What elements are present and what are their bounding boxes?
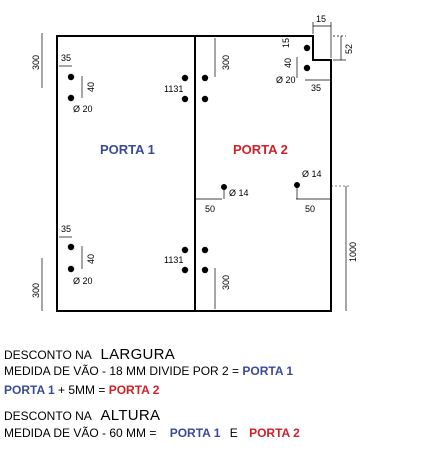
hinge-hole [201,95,209,103]
note-line-5: MEDIDA DE VÃO - 60 MM = PORTA 1 E PORTA … [4,426,300,440]
dim-300-left-bottom: 300 [31,283,41,298]
cabinet-door-diagram: PORTA 1 PORTA 2 300 300 300 300 35 35 35… [31,14,358,312]
dim-40-bottom: 40 [86,254,96,264]
note-line-2: MEDIDA DE VÃO - 18 MM DIVIDE POR 2 = POR… [4,364,294,378]
dim-40-notch: 40 [283,58,293,68]
hinge-hole [67,265,75,273]
dim-diam14-left: Ø 14 [229,188,249,198]
dim-300-inner-bottom: 300 [221,275,231,290]
hinge-hole [201,246,209,254]
handle-hole [294,182,300,188]
dim-300-left-top: 300 [31,55,41,70]
dim-1131-bottom: 1131 [164,255,183,265]
hinge-hole [201,266,209,274]
dim-diam20-top: Ø 20 [73,104,93,114]
door-outline [56,35,332,312]
dim-1131-top: 1131 [164,84,183,94]
hinge-hole [181,246,189,254]
note-line-1: DESCONTO NA LARGURA [4,346,176,363]
hinge-hole [181,266,189,274]
handle-hole [221,184,227,190]
porta-2-label: PORTA 2 [233,142,288,157]
dim-52: 52 [344,44,354,54]
dim-diam20-notch: Ø 20 [276,75,296,85]
dim-15-side: 15 [281,38,291,48]
dim-40-top: 40 [86,82,96,92]
hinge-hole [67,94,75,102]
dim-300-inner-top: 300 [221,55,231,70]
dim-diam14-right: Ø 14 [302,169,322,179]
hinge-hole [181,74,189,82]
dim-50-left: 50 [205,204,215,214]
dim-1000: 1000 [348,242,358,262]
dim-15-top: 15 [316,14,326,24]
hinge-hole [303,64,311,72]
hinge-hole [181,95,189,103]
hinge-hole [303,44,311,52]
porta-1-label: PORTA 1 [100,142,155,157]
dim-35-bottom: 35 [61,224,71,234]
note-line-3: PORTA 1 + 5MM = PORTA 2 [4,383,160,397]
dim-diam20-bottom: Ø 20 [73,276,93,286]
note-line-4: DESCONTO NA ALTURA [4,407,161,424]
hinge-hole [67,73,75,81]
dim-35-notch: 35 [311,83,321,93]
hinge-hole [201,74,209,82]
hinge-hole [67,243,75,251]
dim-50-right: 50 [305,204,315,214]
dim-35-top: 35 [61,53,71,63]
